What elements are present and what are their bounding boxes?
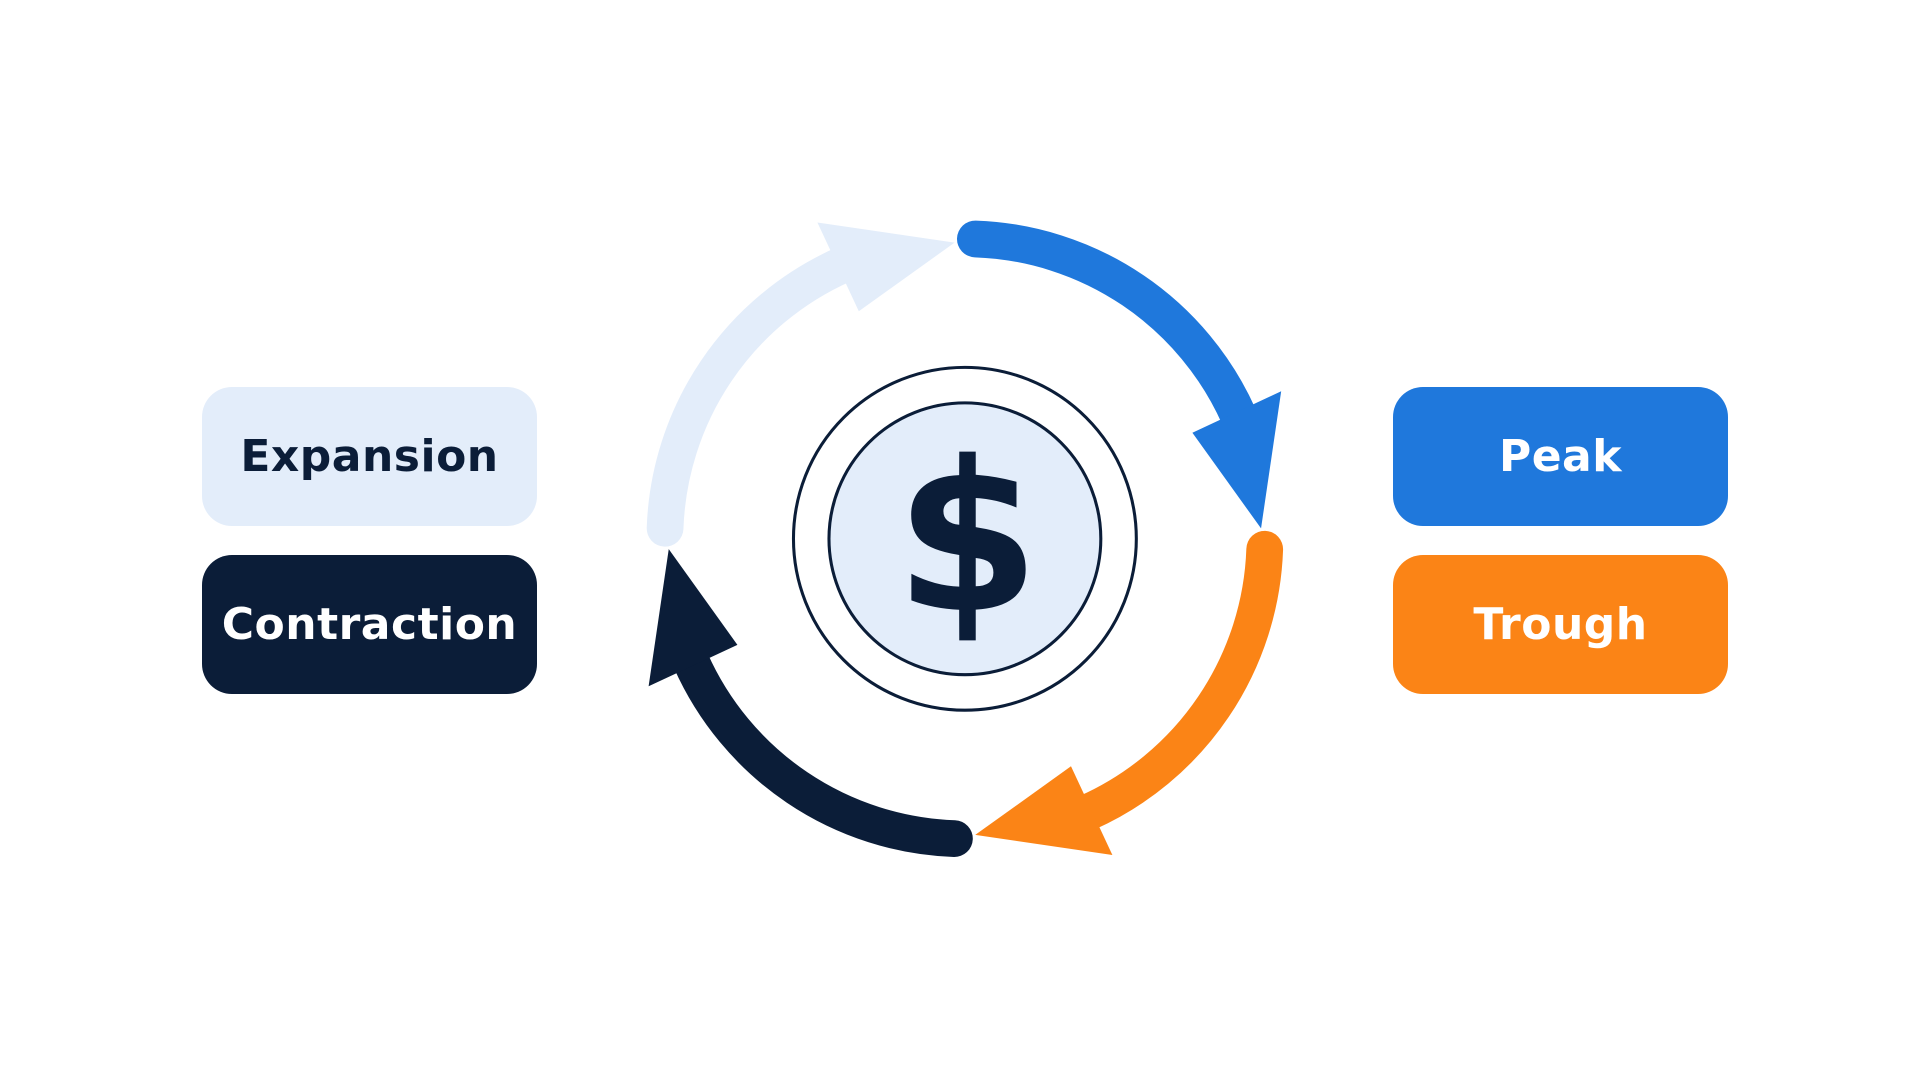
arrow-expansion-arc	[646, 246, 862, 547]
phase-contraction: Contraction	[202, 555, 537, 694]
phase-label: Contraction	[221, 599, 518, 650]
phase-label: Trough	[1473, 599, 1648, 650]
phase-label: Peak	[1498, 431, 1623, 482]
dollar-coin-icon: $	[895, 418, 1040, 660]
arrow-peak-head-icon	[1192, 391, 1282, 529]
phase-expansion: Expansion	[202, 387, 537, 526]
arrow-trough-head-icon	[975, 766, 1113, 856]
arrow-peak-arc	[956, 220, 1258, 436]
phase-trough: Trough	[1393, 555, 1728, 694]
arrow-contraction-arc	[672, 642, 973, 857]
phase-peak: Peak	[1393, 387, 1728, 526]
arrow-contraction-head-icon	[648, 549, 738, 687]
phase-label: Expansion	[240, 431, 499, 482]
arrow-expansion-head-icon	[817, 222, 955, 312]
coin-inner-disc	[827, 401, 1103, 677]
arrow-trough-arc	[1068, 530, 1284, 832]
